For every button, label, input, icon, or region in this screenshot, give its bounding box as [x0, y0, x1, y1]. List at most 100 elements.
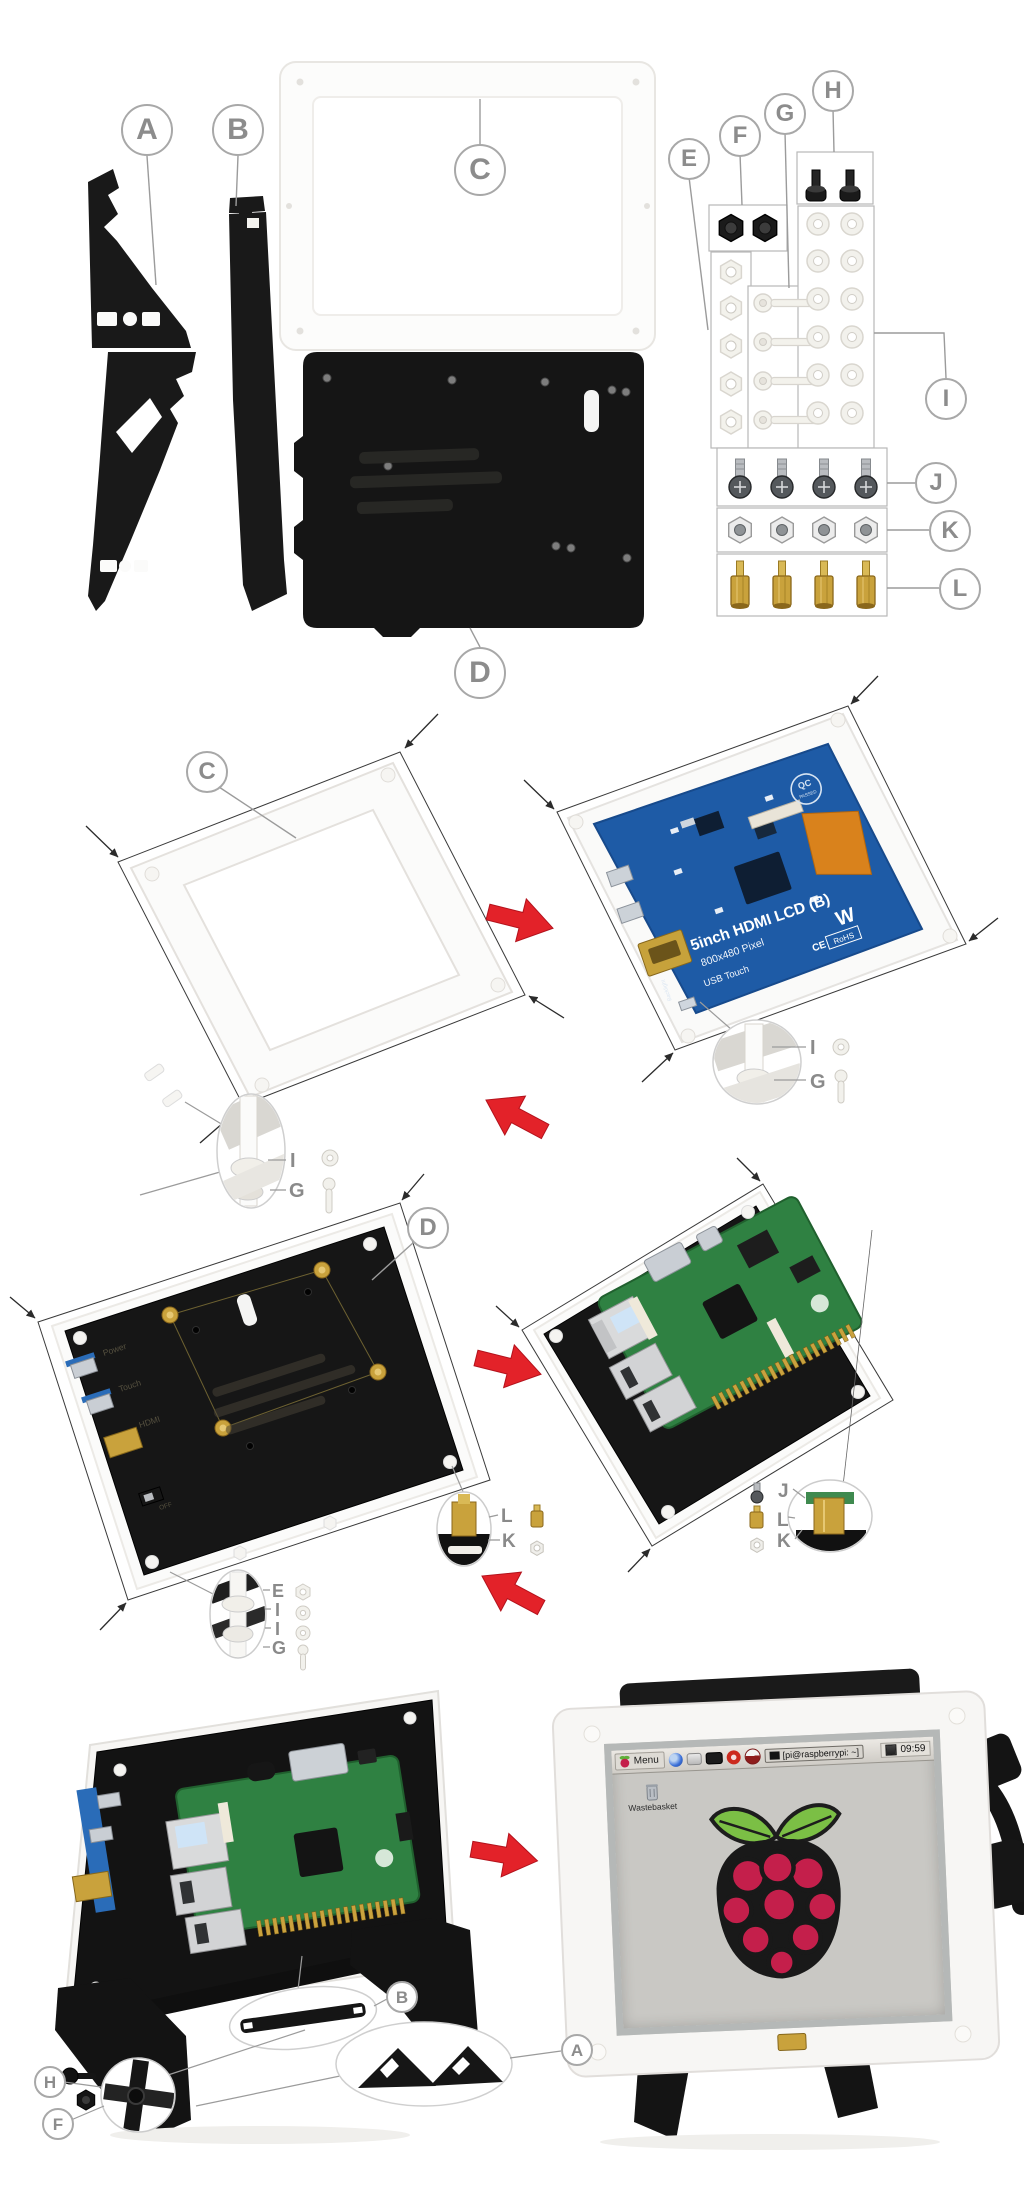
- callout-jlk: J L K: [749, 1229, 873, 1553]
- callout-ig-right: I G: [699, 1001, 850, 1105]
- screw-icon: [834, 1069, 848, 1104]
- black-screw-icon: [61, 2067, 96, 2085]
- label-e: E: [668, 138, 710, 180]
- plate-ports: [65, 1352, 165, 1507]
- step1-lcd-assembly: QC PASSED 5inch HDMI LCD (B) 800x480 Pix…: [523, 675, 999, 1083]
- lcd-screen: Menu [pi@raspberrypi: ~] 09:59 Wastebas: [604, 1729, 953, 2036]
- leader-lines-parts: [146, 99, 947, 648]
- label-l: L: [939, 568, 981, 610]
- raspberry-logo: [708, 1802, 842, 1978]
- qc-text: QC: [797, 777, 813, 791]
- washer-icon: [832, 1038, 850, 1056]
- section-step2: Power Touch HDMI OFF: [9, 1157, 894, 1671]
- gpio-pins: [710, 1323, 856, 1411]
- qc-badge: [790, 773, 822, 805]
- vnc-icon[interactable]: [744, 1747, 762, 1765]
- label-b: B: [212, 104, 264, 156]
- red-arrow-step2: [470, 1336, 547, 1397]
- nut-icon: [530, 1540, 544, 1556]
- wastebasket-label: Wastebasket: [628, 1800, 678, 1813]
- callout-label-g: G: [272, 1638, 286, 1658]
- part-d-backplate: [294, 352, 644, 637]
- red-arrow-final: [467, 1827, 542, 1884]
- wastebasket-icon[interactable]: Wastebasket: [625, 1781, 680, 1813]
- final-rear-view: [55, 1689, 478, 2144]
- label-b-final: B: [386, 1981, 418, 2013]
- settings-icon[interactable]: [726, 1749, 741, 1765]
- label-h-final: H: [34, 2066, 66, 2098]
- menu-label: Menu: [633, 1754, 660, 1767]
- callout-label-l: L: [501, 1506, 513, 1527]
- label-off: OFF: [158, 1501, 173, 1512]
- raspberry-pi-rear: [165, 1742, 421, 1955]
- qc-sub: PASSED: [799, 789, 818, 800]
- label-k: K: [929, 510, 971, 552]
- section-step1: QC PASSED 5inch HDMI LCD (B) 800x480 Pix…: [85, 675, 999, 1214]
- nut-icon: [750, 1537, 764, 1553]
- black-nut-icon: [76, 2089, 96, 2111]
- red-arrow-down2: [471, 1556, 552, 1628]
- part-b-brace: [229, 196, 287, 611]
- callout-label-i: I: [290, 1150, 296, 1172]
- assembled-display: Menu [pi@raspberrypi: ~] 09:59 Wastebas: [604, 1729, 953, 2036]
- callout-a: [195, 2021, 562, 2107]
- smd-parts: [669, 794, 819, 915]
- part-a-stands: [88, 169, 196, 611]
- callout-label-k: K: [502, 1531, 516, 1552]
- washer-icon: [295, 1605, 311, 1621]
- callout-ig-left: I G: [139, 1093, 339, 1214]
- label-j: J: [915, 462, 957, 504]
- standoff-icon: [530, 1504, 544, 1528]
- terminal-icon[interactable]: [705, 1751, 723, 1765]
- label-c: C: [454, 144, 506, 196]
- screw-icon: [750, 1482, 764, 1504]
- etched-text-smudge: [212, 1353, 356, 1435]
- callout-hf: [61, 2029, 306, 2133]
- red-arrow-down1: [475, 1080, 556, 1152]
- terminal-task-label: [pi@raspberrypi: ~]: [782, 1746, 860, 1760]
- terminal-task-button[interactable]: [pi@raspberrypi: ~]: [764, 1744, 865, 1763]
- clock: 09:59: [900, 1742, 926, 1756]
- red-arrow-step1: [482, 890, 559, 951]
- clock-panel: 09:59: [880, 1740, 931, 1758]
- callout-label-i: I: [275, 1600, 280, 1620]
- terminal-mini-icon: [769, 1750, 780, 1760]
- brass-standoffs-installed: [161, 1261, 387, 1437]
- taskbar: Menu [pi@raspberrypi: ~] 09:59: [611, 1736, 935, 1775]
- section-parts: [88, 61, 947, 648]
- label-g: G: [764, 93, 806, 135]
- step2-backplate: Power Touch HDMI OFF: [9, 1173, 491, 1631]
- screw-icon: [322, 1177, 336, 1214]
- label-a: A: [121, 104, 173, 156]
- raspberry-pi-board: [587, 1196, 863, 1433]
- label-a-final: A: [561, 2034, 593, 2066]
- callout-b: [228, 1955, 388, 2051]
- label-f: F: [719, 115, 761, 157]
- callout-label-g: G: [810, 1071, 826, 1093]
- callout-label-l: L: [777, 1510, 789, 1531]
- label-f-final: F: [42, 2108, 74, 2140]
- standoff-icon: [749, 1505, 764, 1529]
- etched-text-smudge: [350, 448, 502, 515]
- step2-pi-assembly: [495, 1157, 894, 1573]
- file-manager-icon[interactable]: [686, 1752, 702, 1765]
- browser-icon[interactable]: [668, 1752, 684, 1767]
- label-i: I: [925, 378, 967, 420]
- label-h: H: [812, 70, 854, 112]
- screw-icon: [297, 1644, 309, 1671]
- cpu-monitor-icon: [885, 1744, 897, 1756]
- callout-label-k: K: [777, 1531, 791, 1552]
- ce-mark: CE: [811, 939, 828, 954]
- part-c-frame: [279, 61, 656, 351]
- washer-icon: [321, 1149, 339, 1167]
- callout-eiig: E I I G: [169, 1569, 311, 1671]
- label-c-step1: C: [186, 751, 228, 793]
- callout-label-e: E: [272, 1581, 284, 1601]
- nut-icon: [295, 1583, 311, 1601]
- step1-frame-c: [85, 713, 565, 1144]
- menu-button[interactable]: Menu: [614, 1751, 666, 1771]
- trash-glyph: [645, 1784, 658, 1801]
- touch-fpc-tab: [777, 2032, 807, 2052]
- label-d-step2: D: [407, 1207, 449, 1249]
- callout-label-i: I: [810, 1037, 816, 1059]
